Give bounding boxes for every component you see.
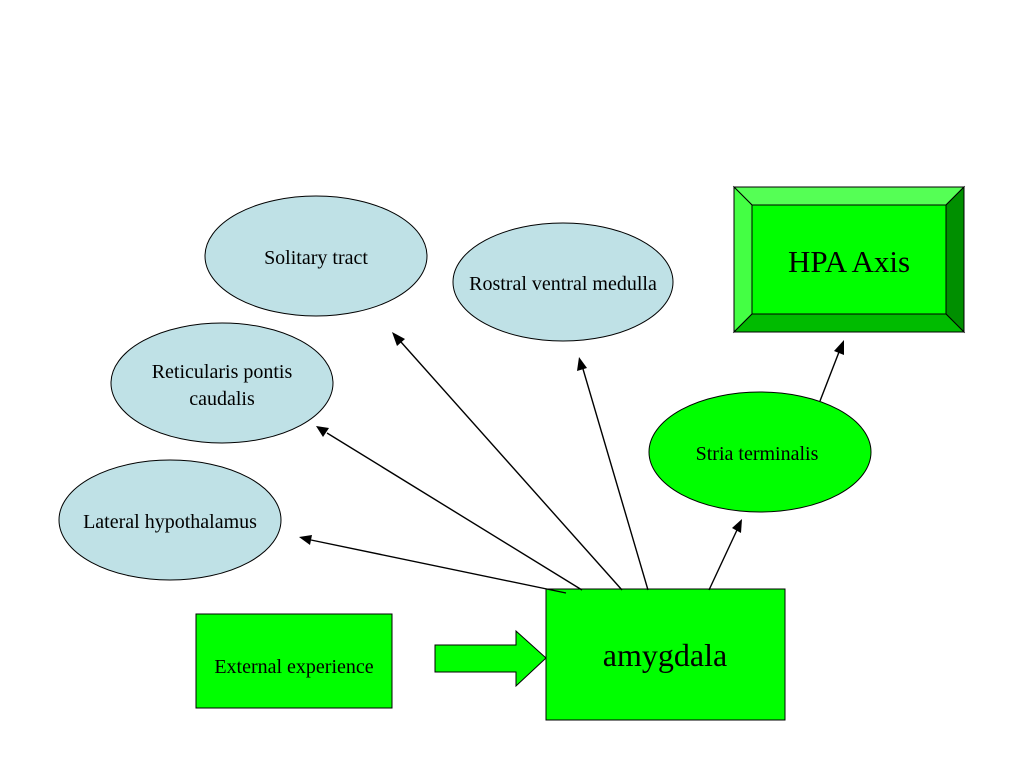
- stria-terminalis-label: Stria terminalis: [696, 443, 819, 465]
- stria-terminalis-node: Stria terminalis: [648, 391, 872, 513]
- external-to-amygdala-block-arrow: [434, 629, 547, 688]
- amygdala-label: amygdala: [603, 637, 727, 673]
- amygdala-to-stria-terminalis-arrow: [708, 519, 742, 591]
- amygdala-node: amygdala: [545, 588, 786, 721]
- solitary-tract-node: Solitary tract: [204, 195, 428, 317]
- solitary-tract-label: Solitary tract: [264, 247, 368, 269]
- lateral-hypothalamus-label: Lateral hypothalamus: [83, 511, 257, 533]
- reticularis-pontis-caudalis-node: Reticularis pontis caudalis: [110, 322, 334, 444]
- rostral-ventral-medulla-label: Rostral ventral medulla: [469, 273, 657, 295]
- hpa-axis-label: HPA Axis: [788, 244, 910, 279]
- amygdala-to-solitary-tract-arrow: [392, 332, 623, 591]
- reticularis-label-line2: caudalis: [189, 388, 255, 410]
- hpa-axis-node: HPA Axis: [732, 185, 966, 334]
- amygdala-to-lateral-hypothalamus-arrow: [299, 535, 567, 594]
- reticularis-label-line1: Reticularis pontis: [152, 361, 293, 383]
- external-experience-node: External experience: [195, 613, 393, 709]
- external-experience-label: External experience: [214, 656, 373, 678]
- amygdala-to-rostral-ventral-medulla-arrow: [577, 357, 649, 591]
- stria-terminalis-to-hpa-axis-arrow: [819, 340, 844, 402]
- rostral-ventral-medulla-node: Rostral ventral medulla: [452, 222, 674, 342]
- amygdala-to-reticularis-arrow: [316, 426, 583, 591]
- lateral-hypothalamus-node: Lateral hypothalamus: [58, 459, 282, 581]
